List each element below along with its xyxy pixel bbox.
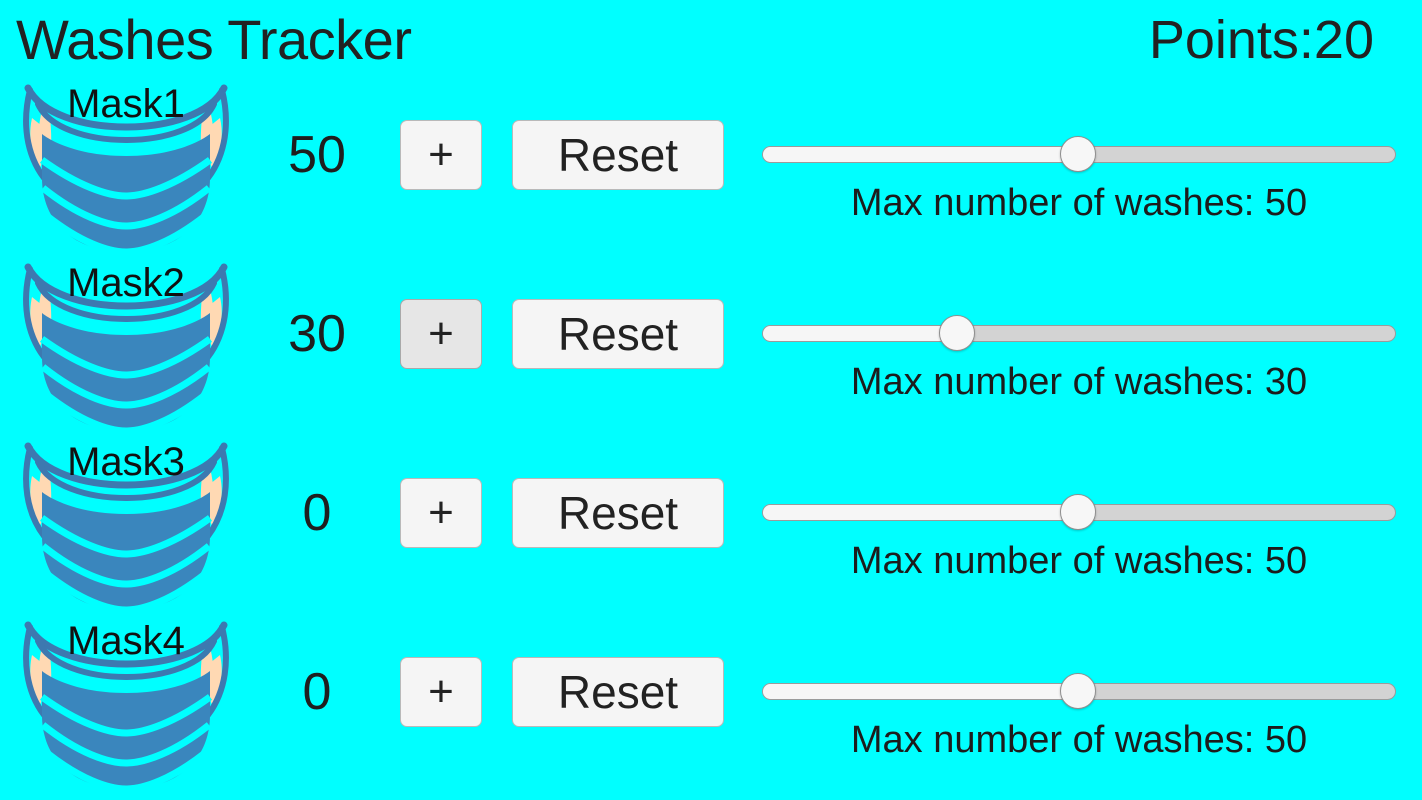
increment-button[interactable]: + [400, 478, 482, 548]
slider-track[interactable] [762, 325, 1396, 342]
slider-thumb[interactable] [1059, 673, 1096, 709]
max-washes-slider[interactable] [762, 136, 1396, 172]
slider-fill [763, 147, 1078, 162]
max-washes-slider[interactable] [762, 673, 1396, 709]
wash-count-value: 0 [302, 484, 332, 542]
max-washes-caption: Max number of washes: 50 [850, 719, 1308, 761]
increment-button[interactable]: + [400, 657, 482, 727]
face-mask-icon [8, 82, 244, 260]
wash-count-value: 30 [288, 305, 346, 363]
slider-fill [763, 505, 1078, 520]
slider-thumb[interactable] [1059, 136, 1096, 172]
face-mask-icon [8, 261, 244, 439]
wash-count-value: 50 [288, 126, 346, 184]
max-washes-slider[interactable] [762, 494, 1396, 530]
slider-thumb[interactable] [1059, 494, 1096, 530]
max-washes-caption: Max number of washes: 50 [850, 182, 1308, 224]
increment-button[interactable]: + [400, 120, 482, 190]
increment-button[interactable]: + [400, 299, 482, 369]
max-washes-slider[interactable] [762, 315, 1396, 351]
max-washes-caption: Max number of washes: 50 [850, 540, 1308, 582]
points-counter: Points:20 [1148, 10, 1374, 70]
page-title: Washes Tracker [16, 8, 412, 71]
face-mask-icon [8, 440, 244, 618]
wash-count-value: 0 [302, 663, 332, 721]
slider-fill [763, 684, 1078, 699]
reset-button[interactable]: Reset [512, 478, 724, 548]
slider-thumb[interactable] [939, 315, 976, 351]
max-washes-caption: Max number of washes: 30 [850, 361, 1308, 403]
reset-button[interactable]: Reset [512, 657, 724, 727]
app-header: Washes Tracker Points:20 [0, 0, 1422, 80]
reset-button[interactable]: Reset [512, 299, 724, 369]
face-mask-icon [8, 619, 244, 797]
slider-fill [763, 326, 958, 341]
reset-button[interactable]: Reset [512, 120, 724, 190]
